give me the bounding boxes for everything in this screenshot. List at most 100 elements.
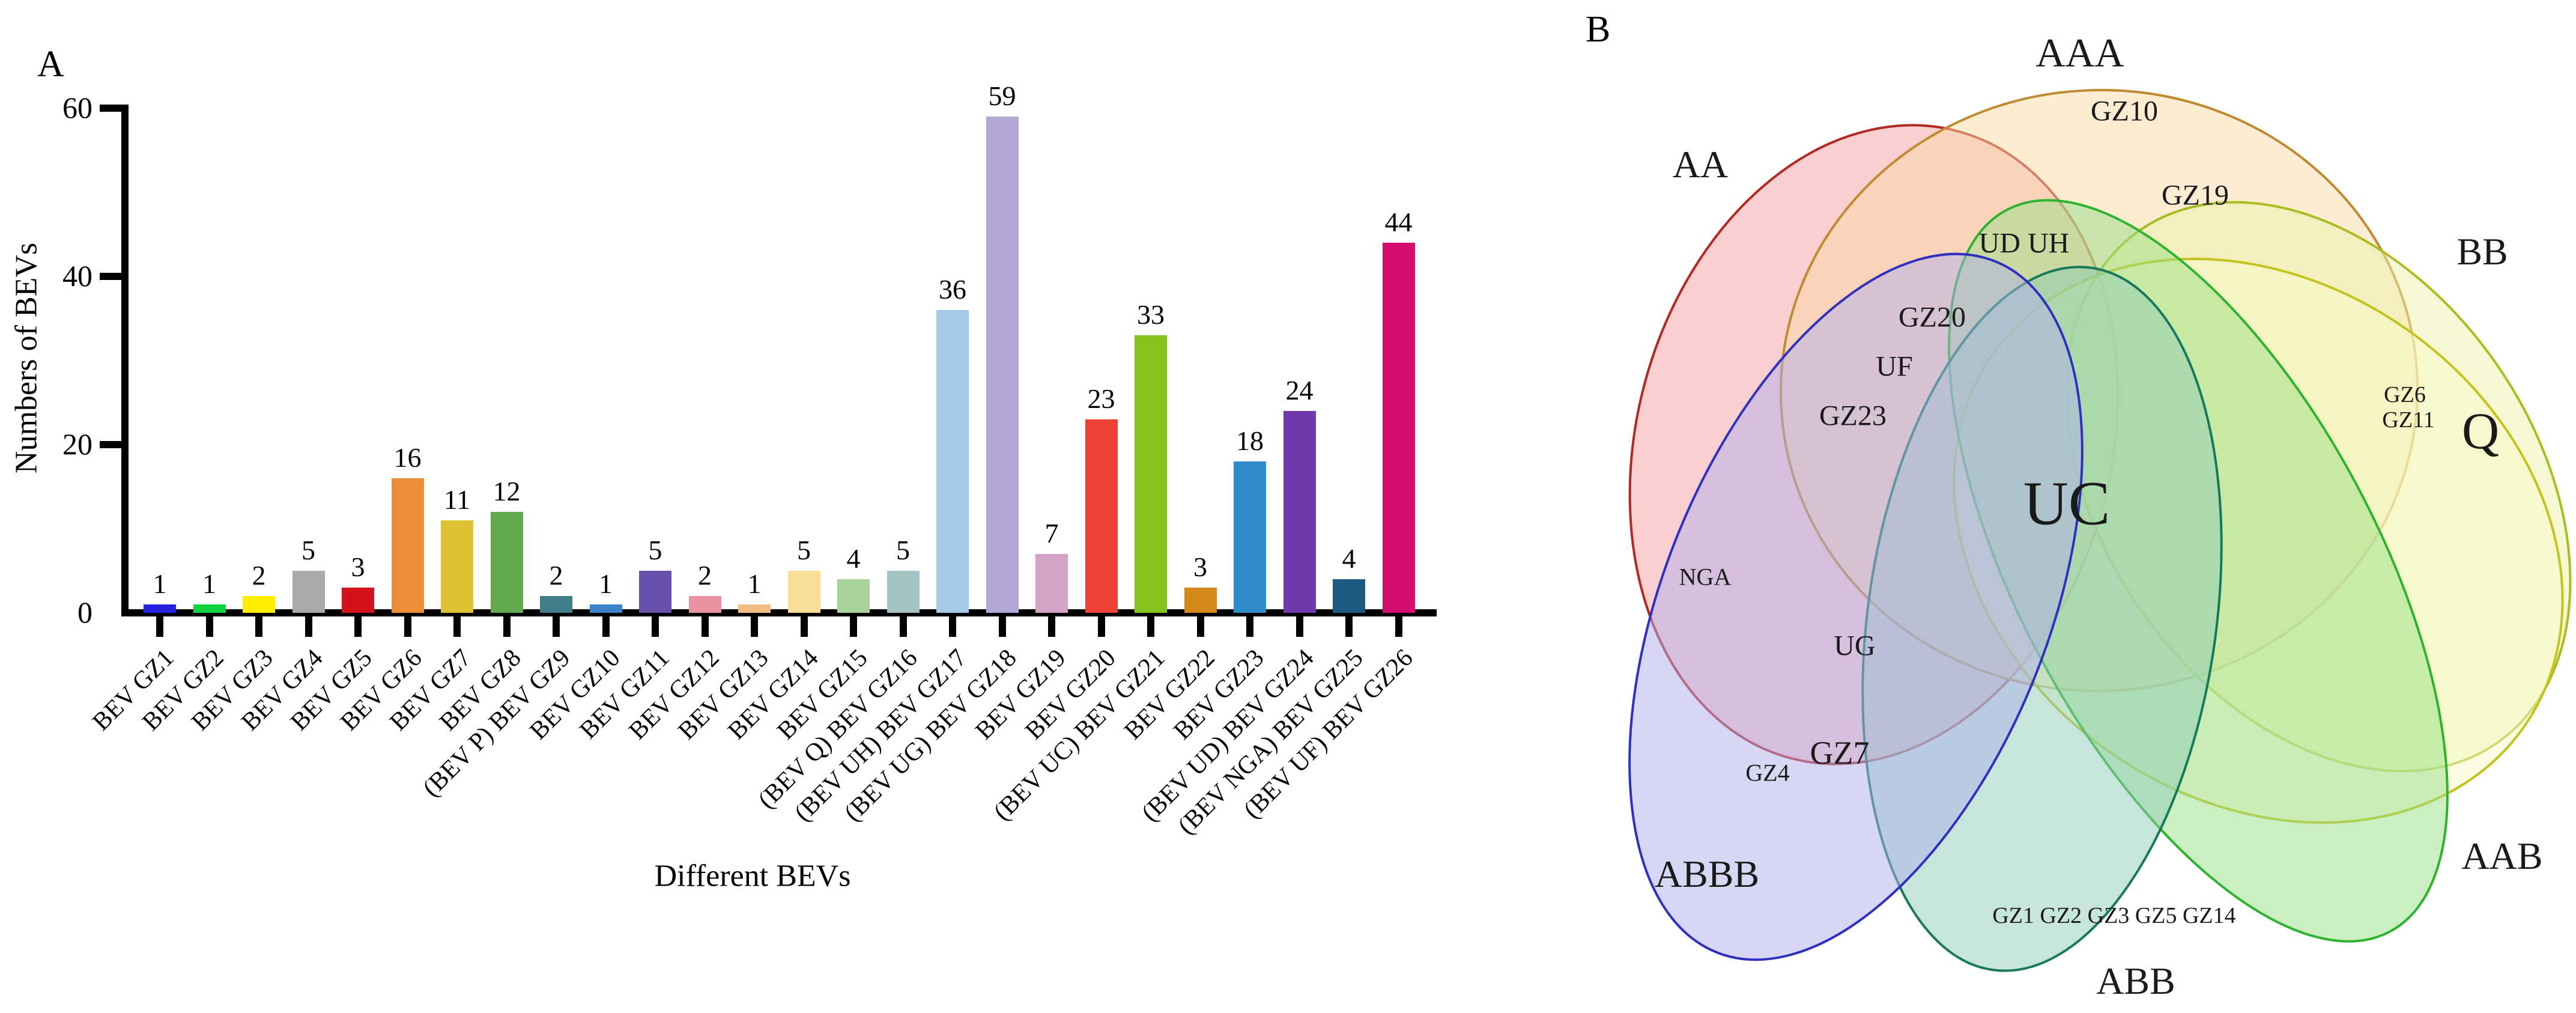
- x-tick-mark: [1296, 616, 1303, 637]
- venn-region-label: GZ7: [1810, 735, 1870, 771]
- x-tick-mark: [205, 616, 213, 637]
- venn-region-label: GZ23: [1819, 400, 1887, 432]
- venn-set-label: ABB: [2096, 960, 2175, 1002]
- y-tick-label: 60: [62, 91, 92, 124]
- bar-value-label: 2: [252, 560, 266, 591]
- venn-region-label: NGA: [1679, 563, 1732, 591]
- bar-value-label: 3: [1193, 552, 1207, 582]
- x-tick-mark: [652, 616, 659, 637]
- bar: [1135, 335, 1167, 613]
- bar: [1085, 419, 1118, 613]
- venn-set-label: AAA: [2035, 29, 2124, 76]
- x-tick-mark: [1395, 616, 1402, 637]
- bar: [1283, 411, 1316, 613]
- bar: [1234, 461, 1266, 613]
- panel-b-label: B: [1586, 9, 1611, 50]
- x-tick-mark: [354, 616, 362, 637]
- bar-value-label: 1: [747, 568, 762, 599]
- bar-value-label: 16: [393, 442, 422, 473]
- x-tick-mark: [1097, 616, 1105, 637]
- bar: [193, 604, 226, 613]
- bar: [540, 596, 572, 613]
- y-tick-label: 20: [62, 427, 92, 461]
- venn-region-label: UD UH: [1978, 227, 2070, 260]
- bar: [639, 571, 671, 613]
- bar-value-label: 23: [1087, 383, 1115, 414]
- venn-region-label: UF: [1876, 350, 1913, 383]
- bar-value-label: 3: [351, 552, 365, 582]
- venn-set-label: ABBB: [1654, 853, 1760, 895]
- bar: [738, 604, 771, 613]
- bar: [1382, 243, 1415, 613]
- bar-value-label: 59: [988, 81, 1016, 111]
- bar-value-label: 1: [599, 568, 613, 599]
- x-tick-mark: [1196, 616, 1204, 637]
- bar-value-label: 5: [648, 535, 662, 565]
- venn-set-label: Q: [2461, 402, 2500, 460]
- bar-value-label: 44: [1384, 207, 1413, 237]
- venn-set-label: AA: [1672, 143, 1729, 186]
- y-axis-line: [121, 105, 129, 616]
- bar: [936, 310, 969, 613]
- venn-region-label: GZ10: [2091, 95, 2158, 127]
- bar: [1035, 554, 1068, 613]
- x-tick-mark: [602, 616, 610, 637]
- x-tick-mark: [1147, 616, 1154, 637]
- venn-set-label: AAB: [2461, 835, 2543, 877]
- venn-region-label: GZ1 GZ2 GZ3 GZ5 GZ14: [1992, 903, 2236, 928]
- bar-value-label: 2: [549, 560, 563, 591]
- venn-region-label: UC: [2023, 469, 2111, 538]
- venn-region-label: GZ11: [2382, 407, 2435, 433]
- y-tick-label: 0: [77, 595, 92, 629]
- x-tick-mark: [1345, 616, 1353, 637]
- bar: [342, 588, 374, 613]
- bar: [292, 571, 325, 613]
- bar: [589, 604, 622, 613]
- bar: [787, 571, 820, 613]
- bar-value-label: 4: [1342, 543, 1356, 574]
- x-tick-mark: [899, 616, 907, 637]
- x-tick-mark: [850, 616, 857, 637]
- bar: [441, 520, 473, 613]
- x-axis-title: Different BEVs: [654, 859, 851, 893]
- x-tick-mark: [503, 616, 511, 637]
- panel-a-label: A: [37, 44, 64, 85]
- bar: [688, 596, 721, 613]
- x-tick-mark: [453, 616, 461, 637]
- x-tick-mark: [553, 616, 560, 637]
- x-tick-mark: [998, 616, 1006, 637]
- y-tick-mark: [100, 441, 129, 448]
- bar: [391, 478, 424, 613]
- y-tick-label: 40: [62, 259, 92, 293]
- venn-region-label: UG: [1834, 630, 1876, 662]
- y-tick-mark: [100, 105, 129, 112]
- bar: [490, 512, 523, 613]
- bar-value-label: 1: [202, 568, 216, 599]
- bar-value-label: 4: [846, 543, 861, 574]
- x-tick-mark: [1048, 616, 1055, 637]
- x-tick-mark: [949, 616, 956, 637]
- bar-value-label: 33: [1137, 299, 1165, 330]
- x-tick-mark: [156, 616, 163, 637]
- venn-region-label: GZ20: [1899, 301, 1966, 333]
- x-tick-mark: [404, 616, 411, 637]
- bar-value-label: 12: [492, 476, 521, 506]
- bar-value-label: 5: [797, 535, 811, 565]
- y-tick-mark: [100, 273, 129, 280]
- x-tick-mark: [1246, 616, 1253, 637]
- bar-value-label: 11: [443, 484, 471, 515]
- bar: [1333, 579, 1365, 613]
- venn-set-ellipse: [1628, 252, 2084, 961]
- bar: [986, 117, 1019, 613]
- bar-value-label: 7: [1044, 518, 1059, 549]
- x-tick-mark: [255, 616, 262, 637]
- bar-value-label: 36: [939, 274, 966, 305]
- venn-region-label: GZ4: [1745, 759, 1790, 786]
- bar: [1184, 588, 1217, 613]
- venn-region-label: GZ6: [2384, 382, 2426, 407]
- bar: [144, 604, 176, 613]
- bar-value-label: 24: [1285, 375, 1314, 406]
- x-tick-mark: [305, 616, 312, 637]
